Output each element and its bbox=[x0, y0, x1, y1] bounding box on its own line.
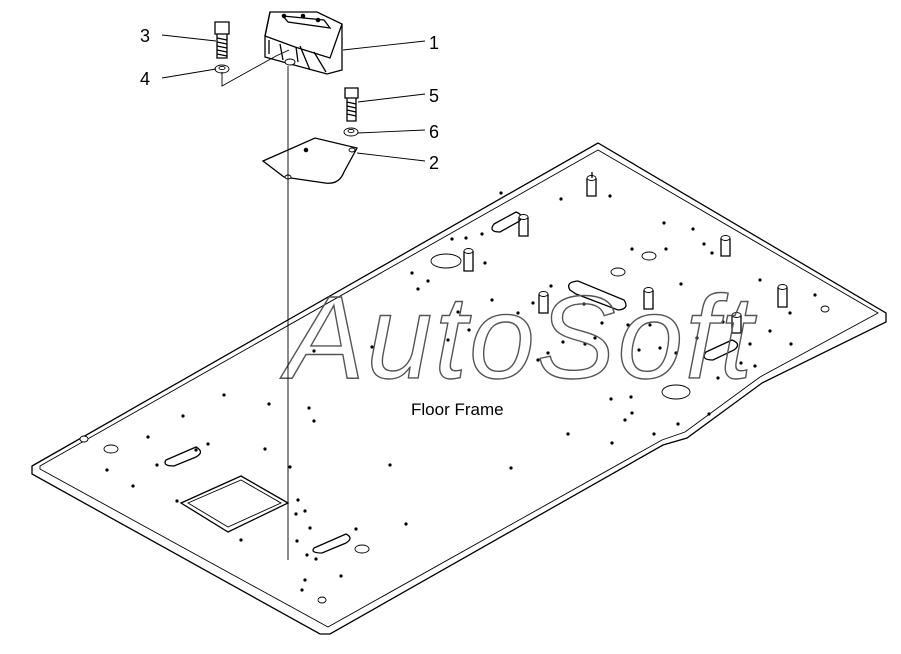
washer bbox=[343, 127, 359, 137]
part-name-label: Floor Frame bbox=[411, 400, 504, 419]
mounting-plate bbox=[261, 137, 358, 184]
leader-line bbox=[357, 93, 426, 103]
standoff bbox=[643, 287, 654, 310]
large-hole bbox=[641, 251, 657, 261]
slot bbox=[567, 280, 627, 311]
large-hole bbox=[661, 384, 691, 400]
slot bbox=[312, 533, 351, 554]
washer bbox=[214, 64, 230, 74]
watermark: AutoSoft bbox=[280, 272, 757, 404]
standoff bbox=[720, 235, 731, 257]
slot bbox=[703, 339, 739, 361]
floor-frame-plate bbox=[31, 142, 887, 635]
callout-number: 6 bbox=[429, 122, 439, 142]
slot bbox=[164, 446, 202, 467]
leader-line bbox=[357, 129, 426, 134]
cover-bracket bbox=[264, 11, 343, 75]
large-hole bbox=[79, 435, 89, 443]
standoff bbox=[463, 248, 474, 272]
large-hole bbox=[317, 596, 327, 604]
bolt bbox=[214, 21, 230, 59]
standoff bbox=[518, 214, 529, 237]
slot bbox=[491, 211, 523, 233]
standoff bbox=[538, 291, 549, 314]
large-hole bbox=[354, 544, 370, 554]
leader-line bbox=[342, 40, 426, 51]
large-hole bbox=[820, 305, 830, 313]
leader-line bbox=[161, 34, 217, 42]
leader-line bbox=[356, 152, 426, 162]
callout-number: 1 bbox=[429, 33, 439, 53]
standoff bbox=[586, 172, 597, 197]
mounting-holes bbox=[105, 191, 817, 592]
callout-number: 2 bbox=[429, 153, 439, 173]
standoff bbox=[731, 312, 742, 334]
large-hole bbox=[610, 267, 626, 277]
bolt bbox=[344, 87, 359, 122]
standoff bbox=[777, 284, 788, 308]
callout-number: 3 bbox=[140, 26, 150, 46]
callout-number: 5 bbox=[429, 86, 439, 106]
leader-line bbox=[161, 68, 217, 79]
large-hole bbox=[103, 444, 119, 454]
large-hole bbox=[430, 253, 462, 269]
callout-number: 4 bbox=[140, 69, 150, 89]
